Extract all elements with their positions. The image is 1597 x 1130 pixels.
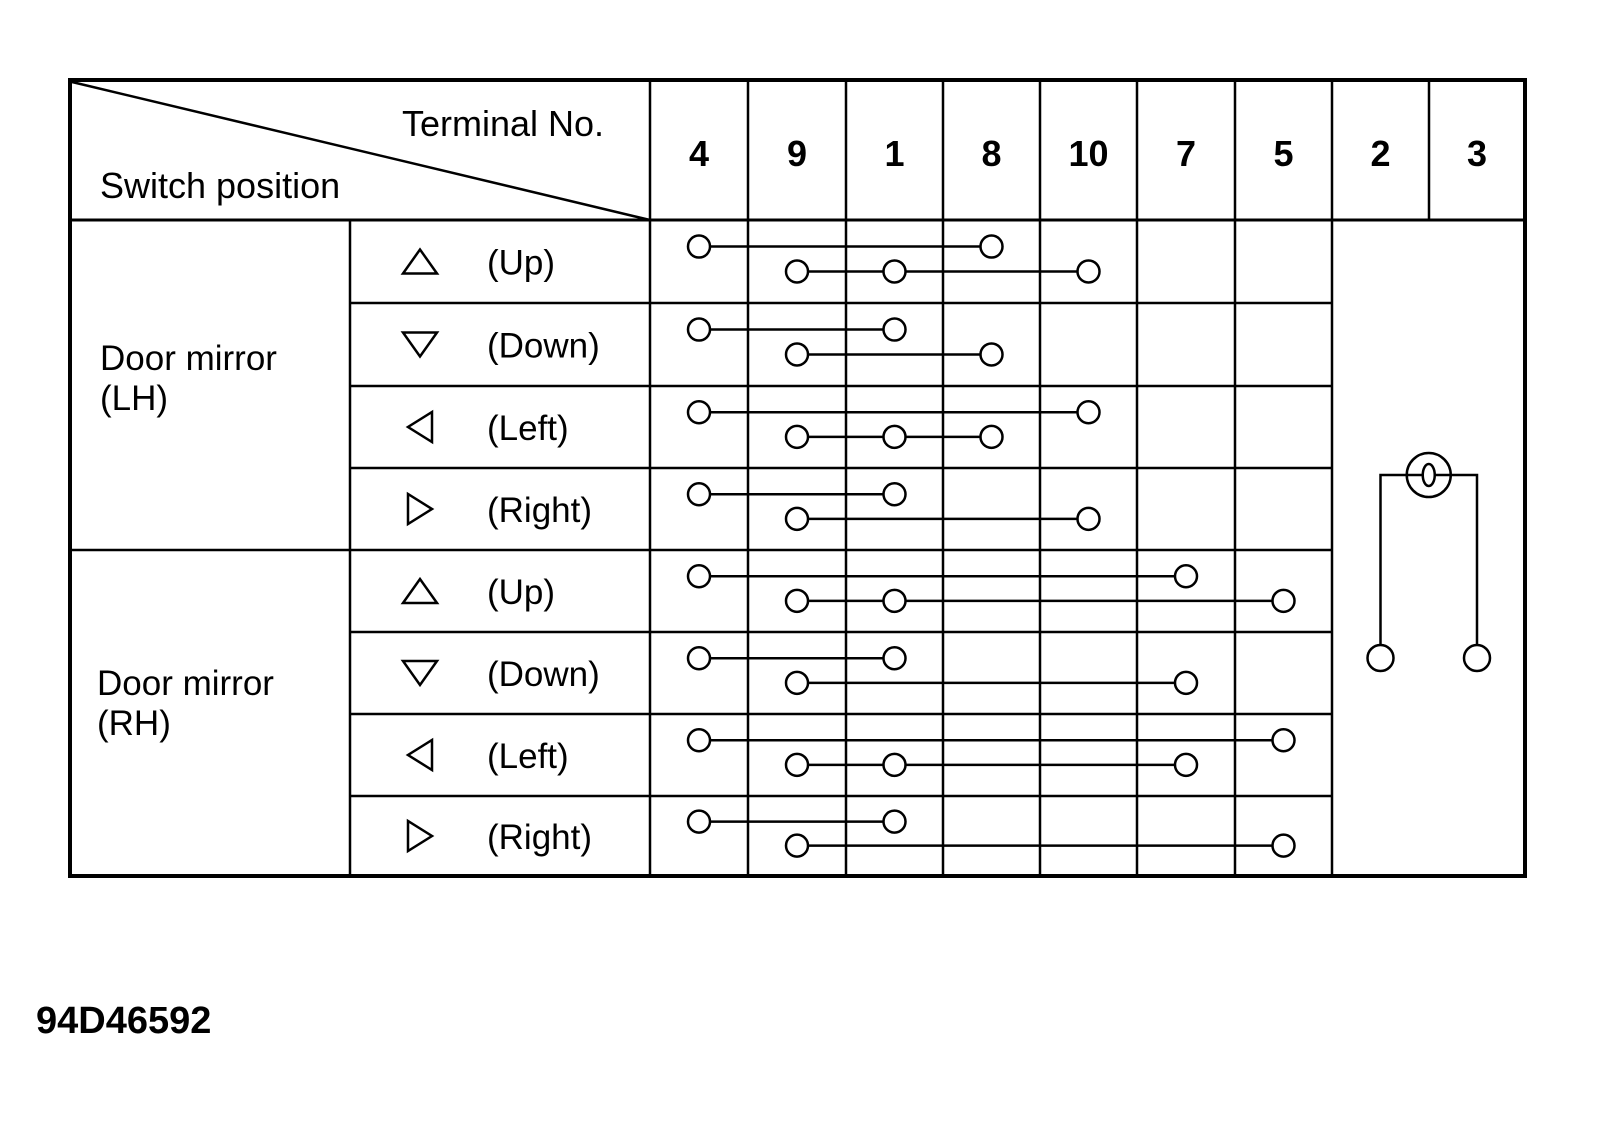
terminal-point (686, 317, 712, 342)
terminal-point (784, 833, 810, 858)
connection-line (784, 506, 1101, 532)
switch-position-label-up: (Up) (487, 244, 555, 283)
switch-position-label-down: (Down) (487, 655, 600, 694)
terminal-point (882, 481, 907, 507)
outer-border (68, 78, 1527, 878)
terminal-header: 9 (787, 133, 807, 174)
group-lh-line1: Door mirror (100, 339, 277, 378)
terminal-point (1173, 670, 1199, 696)
arrow-up-icon (400, 576, 440, 605)
table-labels: Terminal No. Switch position Door mirror… (97, 103, 604, 743)
connection-line (686, 727, 1296, 753)
terminal-point (784, 588, 810, 614)
terminal-header: 4 (689, 133, 709, 174)
terminal-point (882, 809, 907, 834)
switch-position-label-right: (Right) (487, 818, 592, 857)
group-rh-line1: Door mirror (97, 664, 274, 703)
switch-position-rows: (Up) (Down) (Left) (Right) (Up) (Down) (Left) (… (400, 244, 600, 857)
terminal-point (882, 259, 907, 284)
terminal-point (686, 809, 712, 834)
terminal-point (1271, 833, 1296, 858)
switch-position-label-left: (Left) (487, 737, 569, 776)
switch-position-label: Switch position (100, 165, 340, 206)
connection-line (686, 399, 1101, 425)
arrow-up-icon (400, 247, 440, 275)
terminal-header: 1 (884, 133, 904, 174)
arrow-left-icon (405, 737, 434, 773)
terminal-point (882, 317, 907, 342)
switch-position-label-up: (Up) (487, 573, 555, 612)
group-lh-line2: (LH) (100, 379, 168, 418)
terminal-point (686, 399, 712, 425)
terminal-header: 3 (1467, 133, 1487, 174)
terminal-header: 5 (1273, 133, 1293, 174)
terminal-point (1366, 643, 1395, 673)
connection-line (686, 563, 1199, 589)
terminal-point (784, 670, 810, 696)
terminal-point (979, 424, 1004, 450)
terminal-point (686, 563, 712, 589)
lamp-wire-right (1450, 473, 1479, 645)
connection-line (784, 588, 1296, 614)
connection-line (784, 342, 1004, 367)
terminal-point (1076, 259, 1101, 284)
connection-line (686, 234, 1004, 259)
illumination-circuit (1366, 451, 1492, 673)
terminal-point (1271, 588, 1296, 614)
terminal-header: 2 (1370, 133, 1390, 174)
terminal-point (784, 424, 810, 450)
terminal-point (686, 727, 712, 753)
connection-line (686, 809, 907, 834)
group-rh-line2: (RH) (97, 704, 171, 743)
table-grid (68, 78, 1527, 878)
lamp-wire-left (1379, 473, 1407, 645)
terminal-point (1271, 727, 1296, 753)
terminal-point (686, 481, 712, 507)
connection-line (784, 752, 1199, 778)
terminal-point (686, 645, 712, 671)
switch-position-label-right: (Right) (487, 491, 592, 530)
terminal-point (686, 234, 712, 259)
connection-line (686, 481, 907, 507)
terminal-header: 8 (981, 133, 1001, 174)
terminal-header: 10 (1068, 133, 1108, 174)
terminal-point (784, 506, 810, 532)
connection-line (784, 259, 1101, 284)
arrow-right-icon (406, 818, 435, 854)
terminal-point (882, 424, 907, 450)
terminal-point (784, 342, 810, 367)
arrow-right-icon (406, 491, 435, 527)
terminal-point (1173, 563, 1199, 589)
terminal-point (1462, 643, 1492, 673)
arrow-down-icon (400, 659, 440, 688)
terminal-header: 7 (1176, 133, 1196, 174)
reference-code: 94D46592 (36, 1000, 212, 1042)
terminal-point (1076, 506, 1101, 532)
terminal-point (784, 752, 810, 778)
switch-position-label-left: (Left) (487, 409, 569, 448)
terminal-point (882, 645, 907, 671)
terminal-point (784, 259, 810, 284)
arrow-left-icon (405, 409, 434, 445)
terminal-point (979, 234, 1004, 259)
terminal-point (1173, 752, 1199, 778)
header-diagonal (71, 80, 651, 222)
terminal-point (882, 752, 907, 778)
terminal-no-label: Terminal No. (402, 103, 604, 144)
terminal-point (979, 342, 1004, 367)
terminal-point (1076, 399, 1101, 425)
arrow-down-icon (400, 331, 440, 359)
connection-line (784, 670, 1199, 696)
terminal-headers: 4 9 1 8 10 7 5 2 3 (689, 133, 1487, 174)
switch-position-label-down: (Down) (487, 327, 600, 366)
connection-line (686, 317, 907, 342)
connection-line (784, 424, 1004, 450)
lamp-icon (1405, 451, 1452, 499)
connection-line (686, 645, 907, 671)
continuity-connections (686, 234, 1296, 858)
connection-line (784, 833, 1296, 858)
terminal-point (882, 588, 907, 614)
